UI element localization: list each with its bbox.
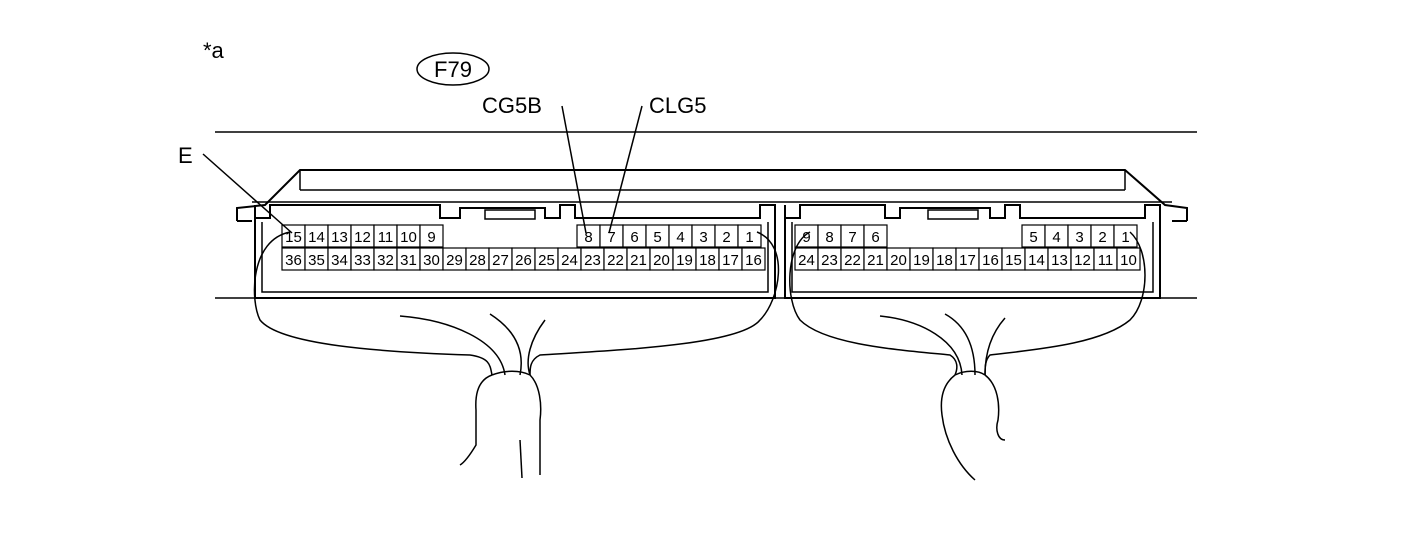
callout-e-label: E xyxy=(178,143,193,168)
pin-cell xyxy=(863,224,888,248)
pin-number: 28 xyxy=(469,252,486,269)
pin-number: 29 xyxy=(446,252,463,269)
callout-cg5b-label: CG5B xyxy=(482,93,542,118)
pin-number: 33 xyxy=(354,252,371,269)
pin-number: 17 xyxy=(722,252,739,269)
pin-number: 9 xyxy=(802,229,810,246)
pin-number: 18 xyxy=(699,252,716,269)
pin-number: 13 xyxy=(331,229,348,246)
left-wire-harness xyxy=(253,231,780,479)
right-connector-body xyxy=(784,204,1161,299)
pin-number: 16 xyxy=(745,252,762,269)
pin-number: 8 xyxy=(584,229,592,246)
figure-marker: *a xyxy=(203,38,225,63)
pin-number: 19 xyxy=(676,252,693,269)
pin-number: 1 xyxy=(745,229,753,246)
pin-number: 26 xyxy=(515,252,532,269)
left-connector-bottom-row: 36 35 34 33 32 31 30 29 28 27 26 25 24 23 22 21 20 19 18 17… xyxy=(281,247,766,271)
pin-number: 21 xyxy=(630,252,647,269)
pin-number: 35 xyxy=(308,252,325,269)
pin-number: 24 xyxy=(561,252,578,269)
pin-cell xyxy=(1116,247,1141,271)
pin-number: 9 xyxy=(427,229,435,246)
pin-number: 18 xyxy=(936,252,953,269)
left-latch xyxy=(484,209,536,220)
pin-number: 7 xyxy=(607,229,615,246)
callout-cg5b-leader xyxy=(561,105,587,234)
pin-number: 2 xyxy=(1098,229,1106,246)
pin-number: 10 xyxy=(400,229,417,246)
callout-clg5-label: CLG5 xyxy=(649,93,706,118)
right-latch xyxy=(927,209,979,220)
pin-number: 5 xyxy=(1029,229,1037,246)
pin-cell xyxy=(419,224,444,248)
pin-number: 21 xyxy=(867,252,884,269)
pin-number: 11 xyxy=(1098,252,1114,269)
pin-number: 8 xyxy=(825,229,833,246)
pin-number: 11 xyxy=(378,229,394,246)
ecu-housing xyxy=(236,169,1188,222)
pin-number: 16 xyxy=(982,252,999,269)
connector-id: F79 xyxy=(434,57,472,82)
left-connector-body xyxy=(254,204,776,299)
connector-id-badge xyxy=(416,52,490,86)
right-connector-bottom-row: 24 23 22 21 20 19 18 17 16 15 14 13 12 11 10 xyxy=(794,247,1141,271)
right-wire-harness xyxy=(789,231,1146,481)
pin-number: 15 xyxy=(285,229,302,246)
pin-number: 6 xyxy=(871,229,879,246)
callout-clg5-leader xyxy=(608,105,643,234)
pin-number: 22 xyxy=(844,252,861,269)
pin-number: 32 xyxy=(377,252,394,269)
pin-number: 3 xyxy=(699,229,707,246)
pin-number: 24 xyxy=(798,252,815,269)
pin-number: 12 xyxy=(1074,252,1091,269)
pin-number: 20 xyxy=(890,252,907,269)
pin-number: 25 xyxy=(538,252,555,269)
pin-number: 22 xyxy=(607,252,624,269)
pin-number: 30 xyxy=(423,252,440,269)
pin-number: 15 xyxy=(1005,252,1022,269)
pin-number: 27 xyxy=(492,252,509,269)
pin-number: 34 xyxy=(331,252,348,269)
pin-number: 12 xyxy=(354,229,371,246)
pin-number: 14 xyxy=(1028,252,1045,269)
pin-number: 23 xyxy=(584,252,601,269)
pin-number: 13 xyxy=(1051,252,1068,269)
pin-number: 4 xyxy=(1052,229,1060,246)
pin-number: 31 xyxy=(400,252,417,269)
pin-cell xyxy=(741,247,766,271)
pin-number: 23 xyxy=(821,252,838,269)
callout-e-leader xyxy=(202,153,293,234)
pin-number: 4 xyxy=(676,229,684,246)
pin-number: 5 xyxy=(653,229,661,246)
pin-number: 7 xyxy=(848,229,856,246)
pin-number: 19 xyxy=(913,252,930,269)
pin-cell xyxy=(1113,224,1138,248)
pin-cell xyxy=(737,224,762,248)
pin-number: 10 xyxy=(1120,252,1137,269)
pin-number: 2 xyxy=(722,229,730,246)
pin-number: 14 xyxy=(308,229,325,246)
left-connector-top-row-left: 15 14 13 12 11 10 9 xyxy=(281,224,444,248)
pin-number: 20 xyxy=(653,252,670,269)
pin-number: 6 xyxy=(630,229,638,246)
pin-number: 1 xyxy=(1121,229,1129,246)
pin-number: 17 xyxy=(959,252,976,269)
pin-number: 36 xyxy=(285,252,302,269)
pin-number: 3 xyxy=(1075,229,1083,246)
